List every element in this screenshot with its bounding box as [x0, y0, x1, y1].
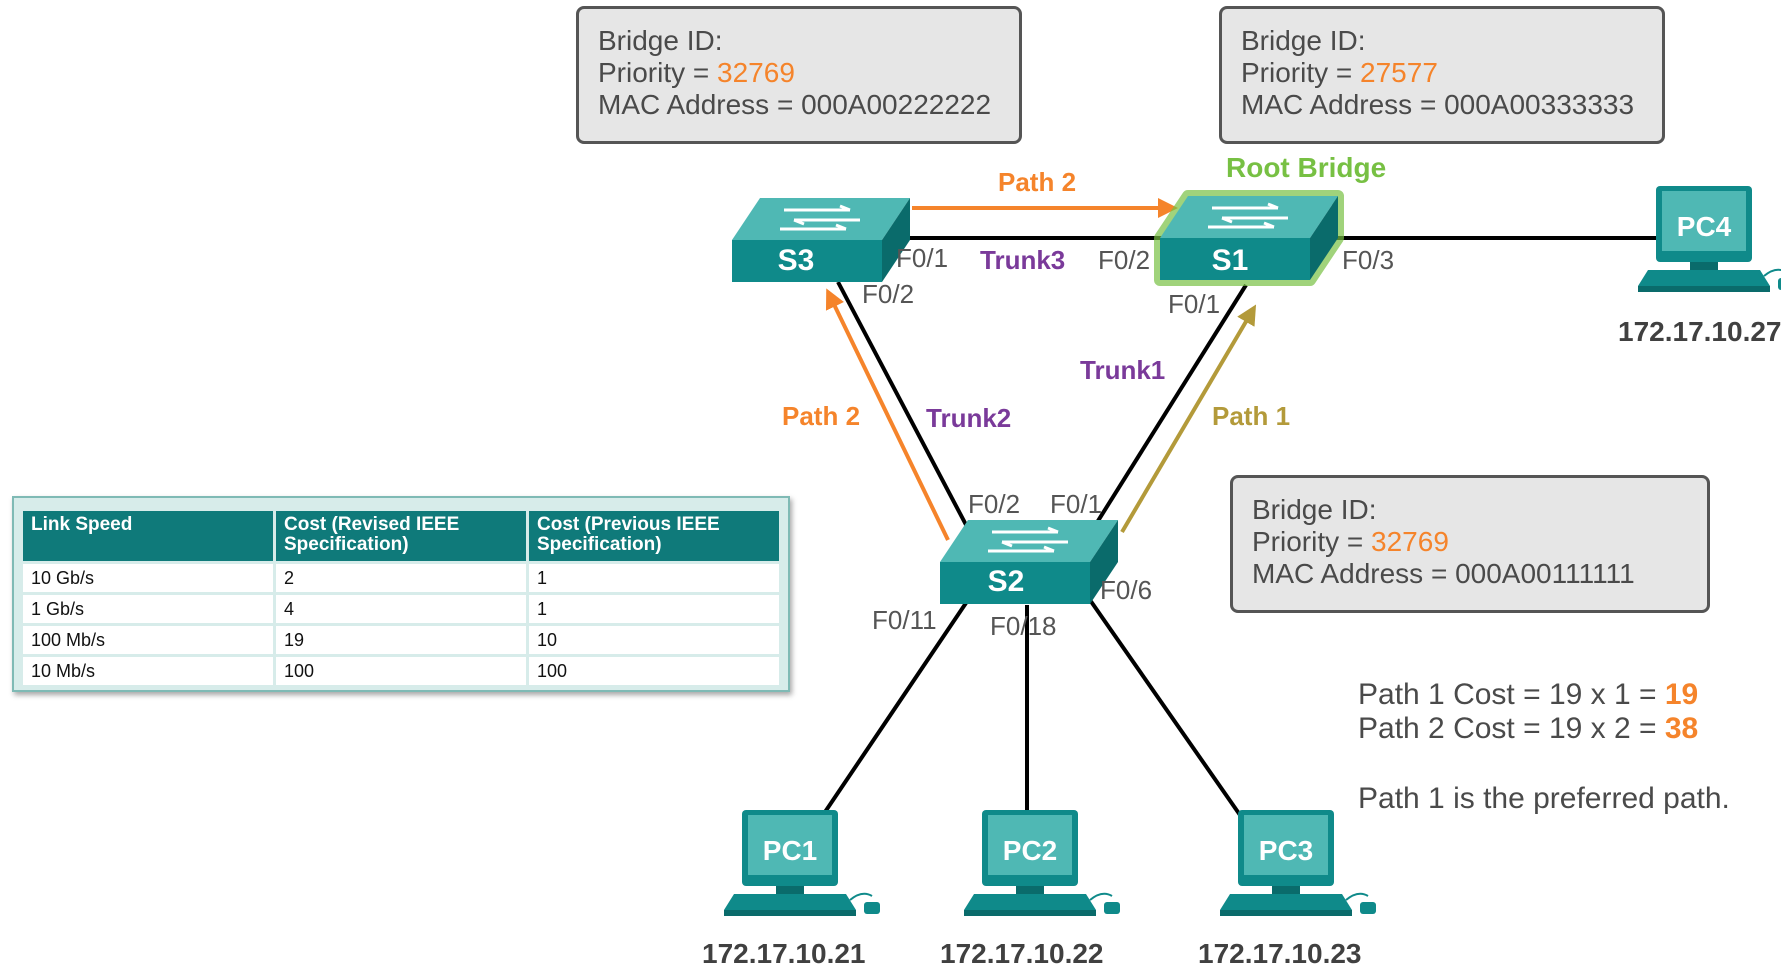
table-row: 10 Mb/s 100 100	[23, 657, 779, 685]
path2-left-arrow	[825, 288, 950, 541]
table-cell: 19	[276, 626, 526, 654]
trunk-label: Trunk1	[1080, 355, 1166, 385]
port-label: F0/2	[968, 489, 1021, 519]
table-header-row: Link Speed Cost (Revised IEEE Specificat…	[23, 511, 779, 561]
link-s2-pc1	[823, 598, 970, 814]
path-label: Path 1	[1212, 401, 1291, 431]
port-label: F0/2	[862, 279, 915, 309]
port-label: F0/18	[990, 611, 1057, 641]
pc-name-pc1: PC1	[762, 835, 818, 866]
table-row: 100 Mb/s 19 10	[23, 626, 779, 654]
pc4-ip: 172.17.10.27	[1618, 316, 1781, 347]
cost-table-grid: Link Speed Cost (Revised IEEE Specificat…	[20, 508, 782, 688]
path2-cost-label: Path 2 Cost = 19 x 2 =	[1358, 712, 1665, 745]
path-label: Path 2	[998, 167, 1077, 197]
port-label: F0/2	[1098, 245, 1151, 275]
preferred-path-note: Path 1 is the preferred path.	[1358, 782, 1730, 815]
table-row: 10 Gb/s 2 1	[23, 564, 779, 592]
path2-cost-line: Path 2 Cost = 19 x 2 = 38	[1358, 712, 1698, 746]
pc-name-pc2: PC2	[1002, 835, 1058, 866]
port-label: F0/1	[896, 243, 949, 273]
pc-name-pc3: PC3	[1258, 835, 1314, 866]
mac-address: MAC Address = 000A00111111	[1252, 558, 1635, 589]
table-cell: 10 Mb/s	[23, 657, 273, 685]
bridge-id-box-s3: Bridge ID: Priority = 32769 MAC Address …	[576, 6, 1022, 144]
priority-label: Priority =	[1241, 57, 1361, 88]
link-s2-pc3	[1088, 598, 1242, 817]
column-header: Link Speed	[23, 511, 273, 561]
table-cell: 10	[529, 626, 779, 654]
bridge-id-title: Bridge ID:	[598, 25, 723, 56]
trunk-label: Trunk3	[980, 245, 1066, 275]
priority-label: Priority =	[598, 57, 718, 88]
pc-name-pc4: PC4	[1676, 211, 1732, 242]
table-cell: 1 Gb/s	[23, 595, 273, 623]
priority-line: Priority = 32769	[598, 57, 1001, 89]
table-row: 1 Gb/s 4 1	[23, 595, 779, 623]
priority-line: Priority = 27577	[1241, 57, 1644, 89]
switch-name-s3: S3	[777, 244, 815, 277]
column-header: Cost (Revised IEEE Specification)	[276, 511, 526, 561]
table-cell: 10 Gb/s	[23, 564, 273, 592]
priority-value: 27577	[1360, 57, 1438, 88]
table-cell: 1	[529, 595, 779, 623]
port-label: F0/11	[872, 605, 937, 635]
path1-cost-value: 19	[1664, 678, 1699, 711]
link-trunk2	[836, 281, 976, 541]
bridge-id-title: Bridge ID:	[1252, 494, 1377, 525]
table-cell: 100 Mb/s	[23, 626, 273, 654]
table-cell: 2	[276, 564, 526, 592]
port-label: F0/1	[1050, 489, 1103, 519]
port-label: F0/3	[1342, 245, 1395, 275]
table-cell: 100	[529, 657, 779, 685]
priority-value: 32769	[717, 57, 795, 88]
trunk-label: Trunk2	[926, 403, 1012, 433]
pc2-ip: 172.17.10.22	[940, 938, 1104, 969]
path1-arrow	[1120, 304, 1257, 534]
switch-name-s2: S2	[987, 565, 1025, 598]
bridge-id-title: Bridge ID:	[1241, 25, 1366, 56]
pc1-ip: 172.17.10.21	[702, 938, 866, 969]
port-label: F0/1	[1168, 289, 1221, 319]
link-trunk1	[1084, 283, 1248, 542]
table-cell: 1	[529, 564, 779, 592]
mac-address: MAC Address = 000A00333333	[1241, 89, 1635, 120]
table-cell: 4	[276, 595, 526, 623]
column-header: Cost (Previous IEEE Specification)	[529, 511, 779, 561]
switch-name-s1: S1	[1211, 244, 1249, 277]
path1-cost-label: Path 1 Cost = 19 x 1 =	[1358, 678, 1665, 711]
mac-address: MAC Address = 000A00222222	[598, 89, 992, 120]
priority-value: 32769	[1371, 526, 1449, 557]
table-cell: 100	[276, 657, 526, 685]
priority-label: Priority =	[1252, 526, 1372, 557]
path1-cost-line: Path 1 Cost = 19 x 1 = 19	[1358, 678, 1698, 712]
pc3-ip: 172.17.10.23	[1198, 938, 1362, 969]
bridge-id-box-s1: Bridge ID: Priority = 27577 MAC Address …	[1219, 6, 1665, 144]
root-bridge-label: Root Bridge	[1226, 152, 1387, 183]
port-label: F0/6	[1100, 575, 1153, 605]
cost-table: Link Speed Cost (Revised IEEE Specificat…	[12, 496, 790, 692]
bridge-id-box-s2: Bridge ID: Priority = 32769 MAC Address …	[1230, 475, 1710, 613]
path2-cost-value: 38	[1664, 712, 1699, 745]
path-label: Path 2	[782, 401, 861, 431]
priority-line: Priority = 32769	[1252, 526, 1689, 558]
